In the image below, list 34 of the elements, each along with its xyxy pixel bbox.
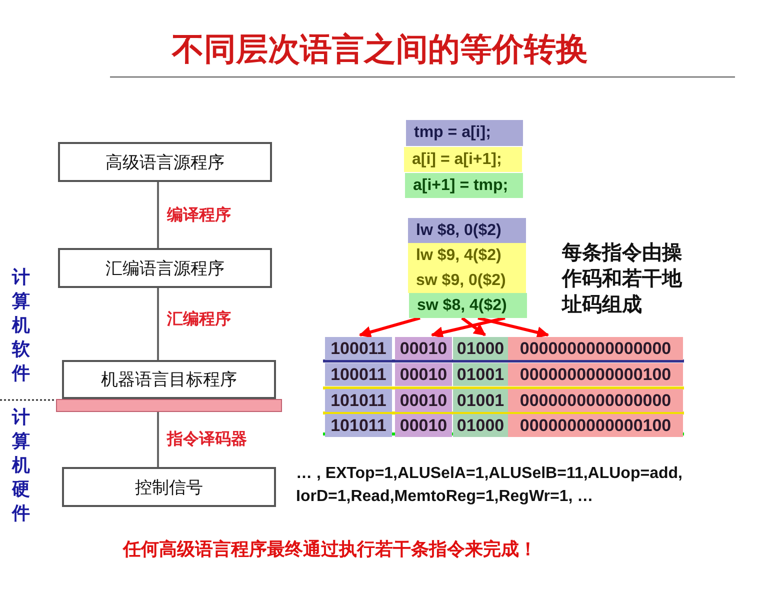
table-cell: 100011 [325,363,392,386]
conclusion-text: 任何高级语言程序最终通过执行若干条指令来完成！ [122,538,538,561]
table-cell: 00010 [395,389,452,412]
side-label: 计算机硬件 [12,406,31,525]
table-cell: 00010 [395,363,452,386]
arrow [430,316,506,338]
connector-line [157,288,159,360]
note-text: 每条指令由操作码和若干地址码组成 [562,241,684,318]
table-cell: 101011 [325,414,392,437]
process-box: 控制信号 [62,467,276,507]
connector-line [157,412,159,467]
table-cell: 00010 [395,337,452,360]
table-cell: 0000000000000000 [508,389,683,412]
connector-line [157,182,159,248]
arrow [358,316,420,338]
arrow [478,316,550,338]
table-cell: 0000000000000000 [508,337,683,360]
table-cell: 01001 [453,363,508,386]
table-cell: 101011 [325,389,392,412]
table-cell: 100011 [325,337,392,360]
title: 不同层次语言之间的等价转换 [170,30,589,69]
process-box: 高级语言源程序 [58,142,272,182]
table-cell: 01000 [453,337,508,360]
process-box: 汇编语言源程序 [58,248,272,288]
arrow [461,316,486,336]
interface-bar [56,399,282,412]
table-cell: 0000000000000100 [508,363,683,386]
table-cell: 00010 [395,414,452,437]
signal-text: … , EXTop=1,ALUSelA=1,ALUSelB=11,ALUop=add, IorD=1,Read,MemtoReg=1,RegWr=1, … [296,464,684,507]
process-box: 机器语言目标程序 [62,360,276,399]
table-cell: 01000 [453,414,508,437]
side-label: 计算机软件 [12,266,31,385]
table-cell: 0000000000000100 [508,414,683,437]
table-cell: 01001 [453,389,508,412]
